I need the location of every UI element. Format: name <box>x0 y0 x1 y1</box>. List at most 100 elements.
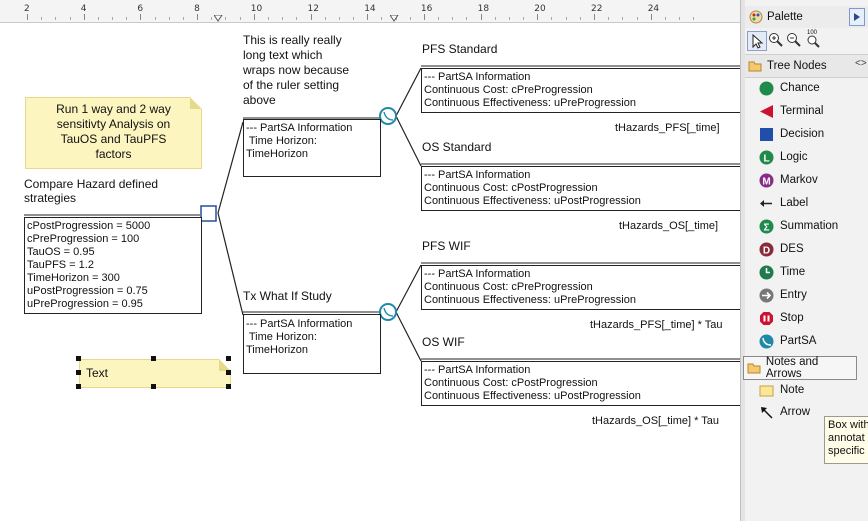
strategy-1-info-box[interactable]: --- PartSA Information Time Horizon:Time… <box>243 119 381 177</box>
text-note[interactable]: Text <box>79 359 231 388</box>
ruler-tick <box>367 14 369 20</box>
ruler-indent-marker[interactable] <box>214 15 223 22</box>
palette-item-markov[interactable]: M Markov <box>759 170 818 190</box>
info-line: Continuous Cost: cPostProgression <box>424 182 598 194</box>
ruler-tick <box>41 17 43 20</box>
branch-title[interactable]: OS Standard <box>422 140 492 154</box>
palette-item-stop[interactable]: Stop <box>759 308 804 328</box>
branch-title[interactable]: OS WIF <box>422 335 465 349</box>
resize-handle[interactable] <box>226 384 231 389</box>
ruler-label: 24 <box>647 4 660 14</box>
palette-item-label[interactable]: Label <box>759 193 808 213</box>
ruler-tick <box>211 17 213 20</box>
palette-item-note[interactable]: Note <box>759 380 804 400</box>
palette-item-arrow[interactable]: Arrow <box>759 402 810 422</box>
ruler-label: 10 <box>250 4 263 14</box>
ruler-tick <box>197 14 199 20</box>
zoom-100-label: 100 <box>807 30 818 36</box>
ruler-tick <box>353 17 355 20</box>
palette-item-decision[interactable]: Decision <box>759 124 824 144</box>
text-note-label: Text <box>86 366 109 380</box>
select-tool-button[interactable] <box>747 31 767 51</box>
note-line: factors <box>95 147 132 161</box>
strategy-2-info-box[interactable]: --- PartSA Information Time Horizon:Time… <box>243 314 381 374</box>
palette-item-label: Logic <box>780 151 808 163</box>
resize-handle[interactable] <box>76 384 81 389</box>
strategy-2-label[interactable]: Tx What If Study <box>243 289 332 304</box>
markov-icon: M <box>759 173 774 187</box>
tree-connectors <box>24 65 740 362</box>
info-line: Time Horizon: <box>246 331 317 343</box>
ruler-indent-marker[interactable] <box>390 15 399 22</box>
ruler-tick <box>69 17 71 20</box>
collapse-arrows-icon[interactable]: <> <box>855 58 867 69</box>
ruler-label: 8 <box>194 4 200 14</box>
palette-item-entry[interactable]: Entry <box>759 285 807 305</box>
branch-probability[interactable]: tHazards_OS[_time] * Tau <box>592 415 719 427</box>
ruler-tick <box>452 17 454 20</box>
ruler-tick <box>310 14 312 20</box>
palette-collapse-button[interactable] <box>849 8 865 26</box>
tree-nodes-section[interactable]: Tree Nodes <> <box>745 54 868 78</box>
notes-arrows-section[interactable]: Notes and Arrows <box>743 356 857 380</box>
palette-item-label: Markov <box>780 174 818 186</box>
info-line: --- PartSA Information <box>246 122 353 134</box>
branch-title[interactable]: PFS WIF <box>422 239 471 253</box>
parameter-line: uPreProgression = 0.95 <box>27 298 143 310</box>
label-line: Compare Hazard defined <box>24 177 159 191</box>
resize-handle[interactable] <box>76 356 81 361</box>
palette-item-label: Entry <box>780 289 807 301</box>
palette-item-terminal[interactable]: Terminal <box>759 101 823 121</box>
vertical-scrollbar[interactable] <box>740 0 745 521</box>
resize-handle[interactable] <box>226 370 231 375</box>
ruler-tick <box>253 14 255 20</box>
zoom-in-button[interactable] <box>768 32 784 51</box>
ruler-tick <box>324 17 326 20</box>
resize-handle[interactable] <box>151 356 156 361</box>
ruler-label: 22 <box>591 4 603 14</box>
resize-handle[interactable] <box>151 384 156 389</box>
resize-handle[interactable] <box>76 370 81 375</box>
svg-text:D: D <box>763 245 770 256</box>
palette-title: Palette <box>767 11 803 23</box>
parameter-line: TimeHorizon = 300 <box>27 272 120 284</box>
branch-probability[interactable]: tHazards_OS[_time] <box>619 220 719 232</box>
branch-probability[interactable]: tHazards_PFS[_time] <box>615 122 720 134</box>
ruler-label: 2 <box>24 4 30 14</box>
palette-item-label: Label <box>780 197 809 209</box>
time-icon <box>759 265 774 279</box>
tooltip-line: Box with <box>828 419 868 431</box>
palette-item-partsa[interactable]: PartSA <box>759 331 816 351</box>
ruler-tick <box>608 17 610 20</box>
zoom-100-button[interactable]: 100 <box>804 30 824 49</box>
zoom-out-button[interactable] <box>786 32 802 51</box>
palette-tooltip: Box with annotat specific <box>824 416 868 464</box>
palette-item-time[interactable]: Time <box>759 262 805 282</box>
palette-icon <box>749 10 763 24</box>
stop-icon <box>760 311 773 325</box>
svg-text:Σ: Σ <box>763 222 769 233</box>
zoom-out-icon <box>787 33 801 47</box>
ruler-tick <box>112 17 114 20</box>
note-line: TauOS and TauPFS <box>60 132 167 146</box>
palette-item-des[interactable]: D DES <box>759 239 804 259</box>
resize-handle[interactable] <box>226 356 231 361</box>
ruler-tick <box>140 14 142 20</box>
branch-probability[interactable]: tHazards_PFS[_time] * Tau <box>590 319 723 331</box>
chevron-right-icon <box>854 13 860 21</box>
palette-item-chance[interactable]: Chance <box>759 78 820 98</box>
palette-item-label: DES <box>780 243 804 255</box>
branch-title[interactable]: PFS Standard <box>422 42 498 56</box>
